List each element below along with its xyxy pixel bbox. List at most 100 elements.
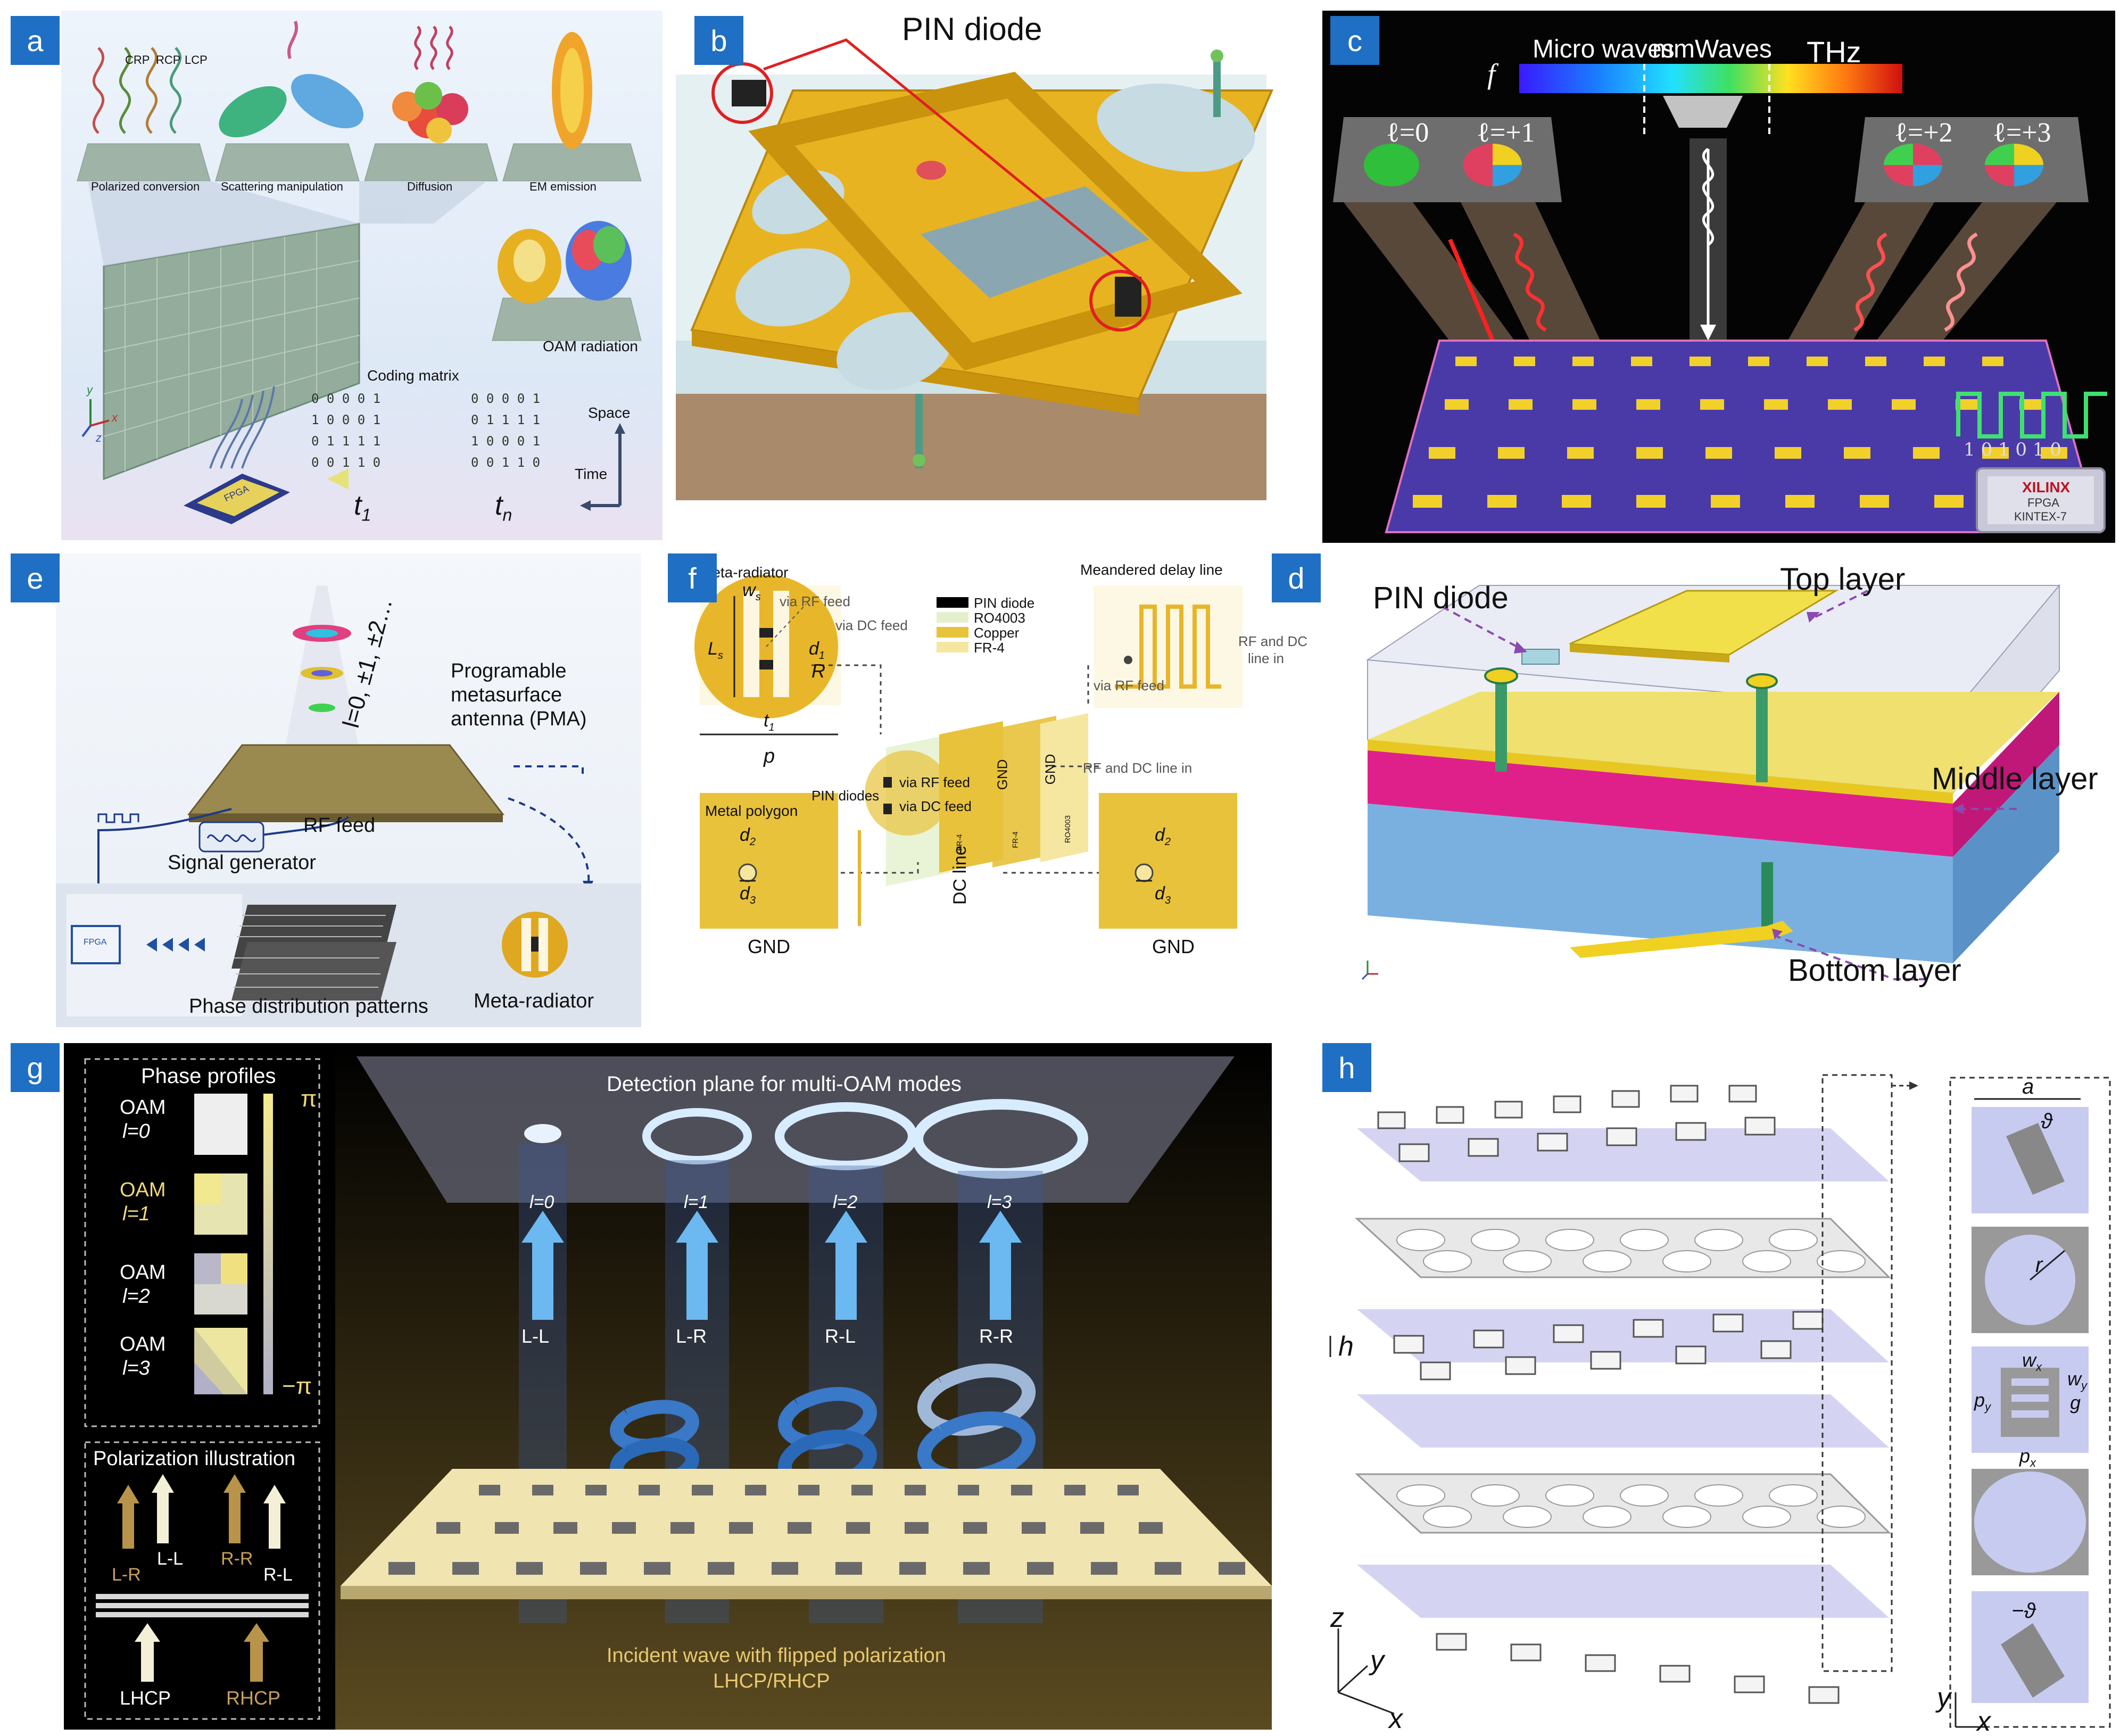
panel-label-a: a [11, 16, 60, 65]
pol-lr: L-R [112, 1565, 141, 1585]
gnd-top-label-2: GND [1042, 754, 1058, 785]
panel-f-art [694, 575, 1243, 929]
fr4-b: FR-4 [1011, 831, 1020, 848]
pol-ll: L-L [157, 1549, 184, 1569]
bits-row-3: 0 1 1 1 1 [311, 434, 381, 449]
pin-diodes-label: PIN diodes [811, 788, 880, 804]
panel-b-art [676, 38, 1274, 500]
time-label: Time [575, 466, 608, 482]
legend-ro4003: RO4003 [974, 610, 1025, 626]
panel-label-h: h [1322, 1043, 1371, 1092]
panel-b: PIN diode [670, 11, 1298, 522]
mode-l1: ℓ=+1 [1477, 118, 1535, 148]
det-mode-1: l=1 [684, 1192, 709, 1212]
phase-profiles-title: Phase profiles [141, 1064, 276, 1088]
chip-xilinx: XILINX [2022, 479, 2071, 495]
mode-l2: ℓ=+2 [1894, 118, 1953, 148]
det-mode-3: l=3 [987, 1192, 1012, 1212]
axis-h-x: x [1389, 1704, 1403, 1734]
beam-ll: L-L [521, 1325, 550, 1347]
d3-label-b: d3 [1155, 883, 1171, 906]
band-mmwaves: mmWaves [1652, 35, 1772, 63]
bitstream-c: 1 0 1 0 1 0 [1964, 439, 2061, 460]
axis-x: x [112, 411, 118, 424]
panel-a: CRP RCP LCP Polarized conversion Scatter… [61, 11, 662, 540]
band-microwaves: Micro waves [1533, 35, 1675, 63]
via-dc-label: via DC feed [835, 617, 908, 633]
gnd-top-label: GND [994, 759, 1011, 790]
signal-generator-label: Signal generator [168, 852, 316, 874]
p-label: p [764, 745, 775, 767]
tn-label: tn [495, 490, 512, 525]
meta-radiator-label-e: Meta-radiator [474, 990, 594, 1012]
pol-lcp: LCP [185, 53, 208, 67]
axis-h-z: z [1330, 1602, 1344, 1633]
pma-line-1: Programable [451, 660, 567, 682]
panel-label-g: g [11, 1043, 60, 1092]
oam-row-3-a: OAM [120, 1333, 166, 1355]
bits-row-5: 0 0 0 0 1 [471, 391, 541, 406]
mode-polarized-conversion: Polarized conversion [91, 180, 200, 193]
ls-label: Ls [708, 639, 723, 662]
dim-r: r [2035, 1253, 2043, 1277]
lhcp-label: LHCP [120, 1687, 171, 1709]
pol-rl: R-L [263, 1565, 293, 1585]
oam-row-1-b: l=1 [122, 1203, 150, 1225]
via-rf-label-3: via RF feed [899, 774, 970, 790]
panel-d-art [1361, 584, 2061, 980]
dim-g: g [2070, 1392, 2081, 1413]
ro4003-side: RO4003 [1063, 815, 1072, 844]
beam-rl: R-L [825, 1325, 856, 1347]
d1-label: d1 [809, 639, 825, 662]
panel-label-b: b [694, 16, 743, 65]
panel-label-e: e [11, 553, 60, 602]
colorbar-pi: π [301, 1086, 317, 1112]
phase-patterns-label: Phase distribution patterns [189, 995, 428, 1018]
d2-label: d2 [740, 825, 756, 848]
rhcp-label: RHCP [226, 1687, 281, 1709]
axis-z: z [96, 431, 102, 444]
panel-g-art [84, 1043, 1272, 1730]
chip-fpga: FPGA [2027, 496, 2059, 509]
det-mode-0: l=0 [529, 1192, 554, 1212]
t1-label: t1 [354, 490, 371, 525]
panel-a-art [77, 21, 642, 524]
panel-c: Micro waves mmWaves THz f ℓ=0 ℓ=+1 ℓ=+2 … [1322, 11, 2115, 543]
via-dc-label-3: via DC feed [899, 798, 972, 814]
pin-diode-label-b: PIN diode [902, 11, 1042, 47]
t1-label-f: t1 [764, 710, 775, 733]
beam-rr: R-R [979, 1325, 1013, 1347]
pol-rcp: RCP [156, 53, 181, 67]
panel-h: a ϑ r wx wy py g px −ϑ h z y x y x [1314, 1043, 2118, 1735]
space-label: Space [588, 404, 631, 421]
dim-py: py [1974, 1389, 1991, 1414]
panel-d: PIN diode Top layer Middle layer Bottom … [1346, 553, 2113, 1022]
pol-crp: CRP [125, 53, 150, 67]
mode-scattering: Scattering manipulation [221, 180, 343, 193]
dim-theta: ϑ [2041, 1110, 2052, 1133]
frequency-f: f [1487, 58, 1496, 90]
mode-l0: ℓ=0 [1386, 118, 1429, 148]
pma-line-2: metasurface [451, 684, 562, 706]
mode-surfaces [77, 143, 642, 181]
axis-y: y [87, 383, 93, 396]
bits-row-6: 0 1 1 1 1 [471, 412, 541, 427]
oam-row-0-a: OAM [120, 1096, 166, 1119]
bits-row-1: 0 0 0 0 1 [311, 391, 381, 406]
dim-h: h [1338, 1331, 1354, 1362]
chip-kintex: KINTEX-7 [2014, 510, 2067, 523]
dim-px: px [2019, 1445, 2036, 1470]
oam-row-2-b: l=2 [122, 1285, 150, 1308]
oam-row-1-a: OAM [120, 1179, 166, 1201]
legend-copper: Copper [974, 625, 1020, 641]
metal-polygon-label: Metal polygon [705, 803, 798, 819]
bits-row-8: 0 0 1 1 0 [471, 455, 541, 470]
mode-l3: ℓ=+3 [1993, 118, 2051, 148]
legend-fr4: FR-4 [974, 640, 1005, 656]
rfdc-line-1: RF and DC [1238, 633, 1308, 649]
panel-f: Meta-radiator ws Ls t1 p d1 R via RF fee… [673, 553, 1338, 958]
panel-c-art [1333, 64, 2107, 533]
detection-plane-title: Detection plane for multi-OAM modes [607, 1072, 962, 1096]
det-mode-2: l=2 [833, 1192, 858, 1212]
panel-e: l=0, ±1, ±2… Programable metasurface ant… [56, 553, 641, 1027]
